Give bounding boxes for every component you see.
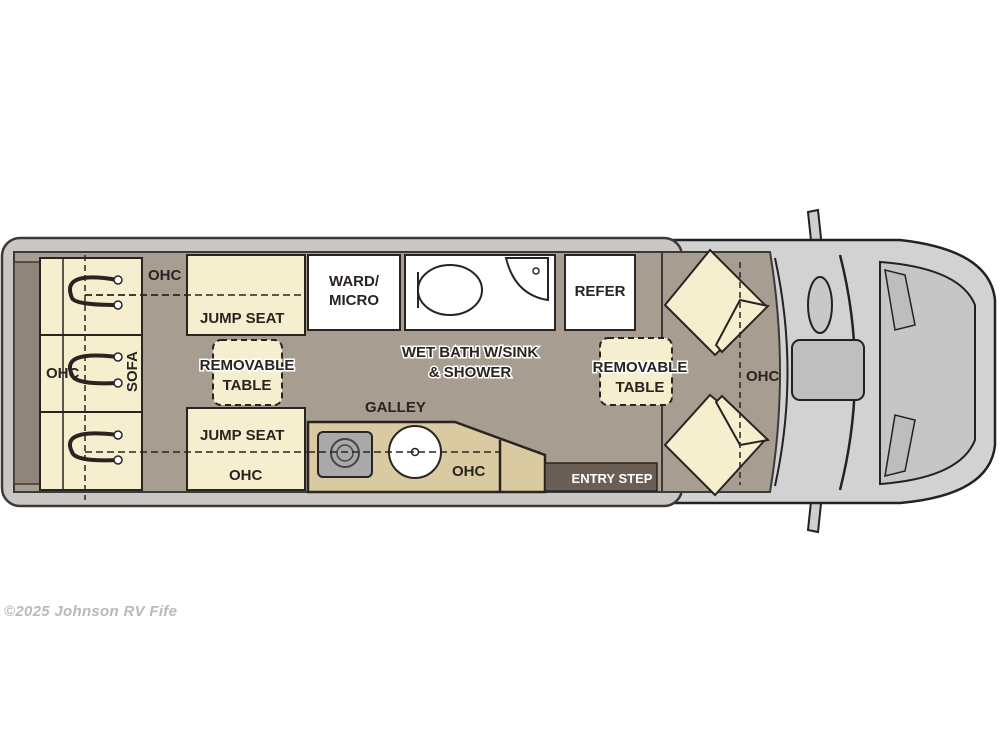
headlight-bottom xyxy=(884,414,916,478)
entry-step xyxy=(544,462,658,492)
ward-micro-label-2: MICRO xyxy=(329,292,379,309)
jump-seat-top-label: JUMP SEAT xyxy=(200,310,284,327)
stove-icon xyxy=(317,431,373,478)
rear-wall xyxy=(13,261,41,485)
wet-bath-label-2: & SHOWER xyxy=(429,364,512,381)
ward-micro-label-1: WARD/ xyxy=(329,273,380,290)
removable-table-left-label-2: TABLE xyxy=(223,377,272,394)
dashboard-line xyxy=(774,257,789,487)
steering-wheel xyxy=(807,276,833,334)
toilet-icon xyxy=(417,264,483,316)
refer-label: REFER xyxy=(575,283,626,300)
copyright-watermark: ©2025 Johnson RV Fife xyxy=(4,603,178,620)
wet-bath-label-1: WET BATH W/SINK xyxy=(402,344,539,361)
ohc-sofa-label: OHC xyxy=(46,365,80,382)
sofa-label: SOFA xyxy=(124,351,141,392)
cab-seat-passenger xyxy=(663,248,771,357)
removable-table-left xyxy=(212,339,283,406)
ohc-jump-label: OHC xyxy=(229,467,263,484)
jump-seat-bottom xyxy=(186,407,306,491)
removable-table-right xyxy=(599,337,673,406)
ward-micro xyxy=(307,254,401,331)
galley-label: GALLEY xyxy=(365,399,426,416)
removable-table-right-label-2: TABLE xyxy=(616,379,665,396)
ohc-galley-label: OHC xyxy=(452,463,486,480)
entry-step-label: ENTRY STEP xyxy=(572,471,653,486)
headlight-top xyxy=(884,268,916,331)
ohc-cab-label: OHC xyxy=(746,368,780,385)
jump-seat-bottom-label: JUMP SEAT xyxy=(200,427,284,444)
refrigerator xyxy=(564,254,636,331)
ohc-rear-label: OHC xyxy=(148,267,182,284)
center-console xyxy=(791,339,865,401)
removable-table-left-label-1: REMOVABLE xyxy=(200,357,295,374)
removable-table-right-label-1: REMOVABLE xyxy=(593,359,688,376)
cab-seat-driver xyxy=(663,393,771,497)
